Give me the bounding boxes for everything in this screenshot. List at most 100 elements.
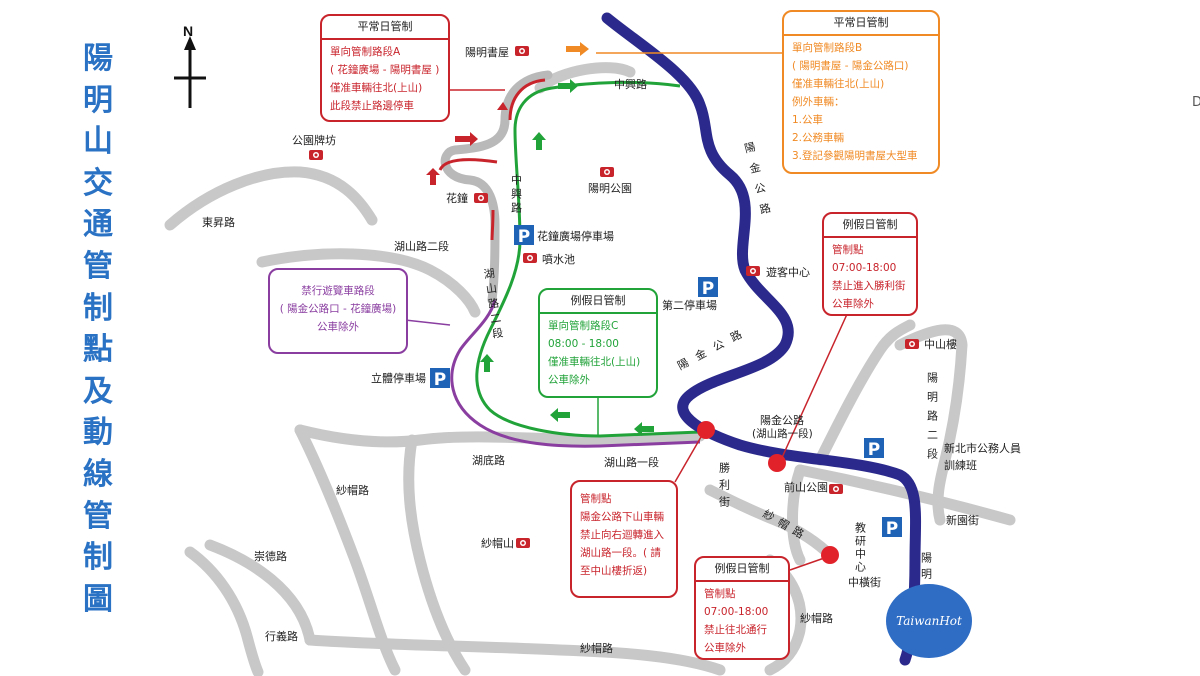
route-c-arrows <box>480 79 654 436</box>
title-char: 制 <box>83 290 113 326</box>
title-char: 動 <box>83 415 113 451</box>
weekday-control-a-box: 平常日管制 單向管制路段A ( 花鐘廣場 - 陽明書屋 ) 僅准車輛往北(上山)… <box>320 14 450 122</box>
parking-letter: P <box>868 440 880 460</box>
label-shamao-road-bottom: 紗帽路 <box>580 642 613 655</box>
camera-icon <box>905 339 919 349</box>
camera-icon <box>829 484 843 494</box>
label-zhongshan-building: 中山樓 <box>924 337 957 351</box>
road-shamao-left <box>403 434 471 676</box>
taiwanhot-logo: TaiwanHot <box>886 584 972 658</box>
control-point-marker <box>697 421 715 439</box>
box-line: 禁止往北通行 <box>704 624 767 636</box>
camera-icon <box>515 46 529 56</box>
map-title: 陽 明 山 交 通 管 制 點 及 動 線 管 制 圖 <box>76 38 120 620</box>
road-shamao-mid <box>787 464 806 566</box>
orange-arrow-icon <box>566 42 589 56</box>
parking-icon: P <box>698 277 718 299</box>
green-arrow-icon <box>550 408 570 422</box>
label-shengli-street: 勝利街 <box>718 461 731 513</box>
weekday-control-b-box: 平常日管制 單向管制路段B ( 陽明書屋 - 陽金公路口) 僅准車輛往北(上山)… <box>782 10 940 174</box>
label-huazhong: 花鐘 <box>446 191 468 205</box>
label-yangming-park: 陽明公園 <box>588 182 632 195</box>
label-yangjin-hushan-sub: (湖山路一段) <box>752 427 813 440</box>
label-visitor-center: 遊客中心 <box>766 265 810 279</box>
callout-line <box>404 319 451 326</box>
label-training-class-1: 新北市公務人員 <box>944 441 1021 455</box>
label-shamao-road-right: 紗帽路 <box>800 612 833 625</box>
parking-icon: P <box>882 517 902 539</box>
label-xinyuan-street: 新園街 <box>946 513 979 527</box>
road-shengli <box>704 484 836 561</box>
title-char: 通 <box>83 207 113 243</box>
label-hushan-road-1: 湖山路一段 <box>604 455 659 469</box>
box-line: 例外車輛： <box>792 96 845 108</box>
label-second-parking: 第二停車場 <box>662 298 717 312</box>
box-line: 08:00 - 18:00 <box>548 338 619 350</box>
title-char: 線 <box>83 456 113 492</box>
road-hushan-2 <box>256 248 481 318</box>
camera-icon <box>600 167 614 177</box>
box-line: 單向管制路段A <box>330 46 401 58</box>
box-line: 單向管制路段C <box>548 320 619 332</box>
label-huazhong-parking: 花鐘廣場停車場 <box>537 229 614 243</box>
box-line: 僅准車輛往北(上山) <box>792 78 885 90</box>
route-purple <box>450 299 701 448</box>
label-xingyi-road: 行義路 <box>265 629 298 643</box>
title-char: 制 <box>83 540 113 576</box>
callout-line <box>674 429 706 483</box>
road-network <box>164 62 1016 676</box>
box-line: 3.登記參觀陽明書屋大型車 <box>792 150 918 162</box>
box-line: 1.公車 <box>792 114 824 126</box>
road-bottom <box>304 634 726 676</box>
title-char: 及 <box>83 373 113 409</box>
road-top-link <box>534 62 636 94</box>
box-line: 07:00-18:00 <box>832 262 897 274</box>
label-yangming-bookstore: 陽明書屋 <box>465 45 509 59</box>
camera-icon <box>474 193 488 203</box>
parking-letter: P <box>702 279 714 299</box>
camera-icon <box>746 266 760 276</box>
box-line: 2.公務車輛 <box>792 132 845 144</box>
road-zhongshan <box>814 319 916 466</box>
callout-line <box>779 311 849 463</box>
logo-text: TaiwanHot <box>896 614 962 628</box>
box-line: 管制點 <box>580 493 612 505</box>
yangjin-highway <box>601 12 922 666</box>
label-chongde-road: 崇德路 <box>254 549 287 563</box>
route-a-gray <box>440 70 553 305</box>
camera-icon <box>523 253 537 263</box>
green-arrow-icon <box>532 132 546 150</box>
parking-letter: P <box>886 519 898 539</box>
box-line: 僅准車輛往北(上山) <box>330 82 423 94</box>
box-line: 禁行遊覽車路段 <box>301 285 375 297</box>
parking-icon: P <box>514 225 534 247</box>
label-qianshan-park: 前山公園 <box>784 480 828 494</box>
label-yangjin-hushan: 陽金公路 <box>760 413 804 427</box>
box-line: ( 陽金公路口 - 花鐘廣場) <box>279 303 397 315</box>
box-title: 平常日管制 <box>784 12 938 36</box>
red-arrow-icon <box>455 132 478 146</box>
box-title: 例假日管制 <box>824 214 916 238</box>
box-line: 管制點 <box>832 244 864 256</box>
box-line: 公車除外 <box>548 374 590 386</box>
label-training-class-2: 訓練班 <box>944 458 977 472</box>
box-line: ( 陽明書屋 - 陽金公路口) <box>792 60 909 72</box>
title-char: 陽 <box>83 41 113 76</box>
box-line: 公車除外 <box>317 321 359 333</box>
box-line: 單向管制路段B <box>792 42 863 54</box>
parking-icon: P <box>430 368 450 390</box>
title-char: 管 <box>83 248 113 284</box>
holiday-control-c-box: 例假日管制 單向管制路段C 08:00 - 18:00 僅准車輛往北(上山) 公… <box>538 288 658 398</box>
box-line: 至中山樓折返) <box>580 565 648 577</box>
parking-icon: P <box>864 438 884 460</box>
title-char: 山 <box>83 124 113 160</box>
label-shamao-road-left: 紗帽路 <box>336 484 369 497</box>
label-zhongheng-street: 中橫街 <box>848 575 881 589</box>
road-yangming-2 <box>894 324 968 526</box>
edge-mark: D <box>1192 95 1200 110</box>
no-tour-bus-box: 禁行遊覽車路段 ( 陽金公路口 - 花鐘廣場) 公車除外 <box>268 268 408 354</box>
box-line: 07:00-18:00 <box>704 606 769 618</box>
control-point-marker <box>768 454 786 472</box>
label-zhongxing-vertical: 中興路 <box>510 174 523 216</box>
box-title: 例假日管制 <box>696 558 788 582</box>
